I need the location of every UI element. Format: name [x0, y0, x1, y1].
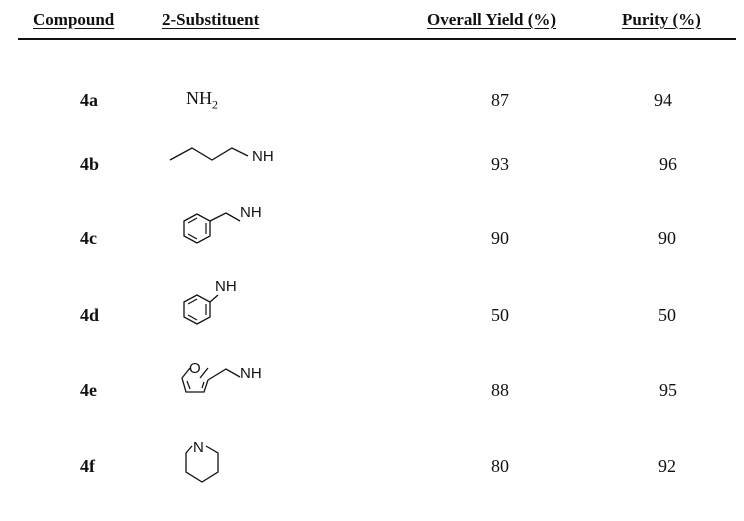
- compound-id: 4a: [80, 90, 98, 110]
- furfurylamino-structure: O NH: [172, 352, 282, 408]
- overall-yield: 88: [491, 380, 509, 400]
- substituent-formula: NH2: [186, 88, 218, 112]
- purity: 96: [659, 154, 677, 174]
- compound-id: 4f: [80, 456, 95, 476]
- compound-id: 4b: [80, 154, 100, 174]
- structure-label: NH: [215, 278, 237, 295]
- butylamino-structure: NH: [168, 138, 278, 172]
- compound-id: 4c: [80, 228, 97, 248]
- purity: 95: [659, 380, 677, 400]
- purity: 92: [658, 456, 676, 476]
- overall-yield: 90: [491, 228, 509, 248]
- header-purity: Purity (%): [622, 10, 701, 29]
- structure-label: NH: [252, 148, 274, 165]
- furan-oxygen: O: [189, 360, 201, 377]
- compound-id: 4d: [80, 305, 100, 325]
- overall-yield: 87: [491, 90, 509, 110]
- structure-label: NH: [240, 365, 262, 382]
- overall-yield: 80: [491, 456, 509, 476]
- header-compound: Compound: [33, 10, 115, 29]
- compound-id: 4e: [80, 380, 97, 400]
- piperidine-nitrogen: N: [193, 439, 204, 456]
- header-rule: [18, 38, 736, 40]
- overall-yield: 93: [491, 154, 509, 174]
- purity: 50: [658, 305, 676, 325]
- header-yield: Overall Yield (%): [427, 10, 557, 29]
- purity: 94: [654, 90, 672, 110]
- overall-yield: 50: [491, 305, 509, 325]
- benzylamino-structure: NH: [172, 200, 282, 260]
- purity: 90: [658, 228, 676, 248]
- anilino-structure: NH: [172, 272, 282, 336]
- piperidino-structure: N: [178, 432, 258, 508]
- structure-label: NH: [240, 204, 262, 221]
- header-substituent: 2-Substituent: [162, 10, 260, 29]
